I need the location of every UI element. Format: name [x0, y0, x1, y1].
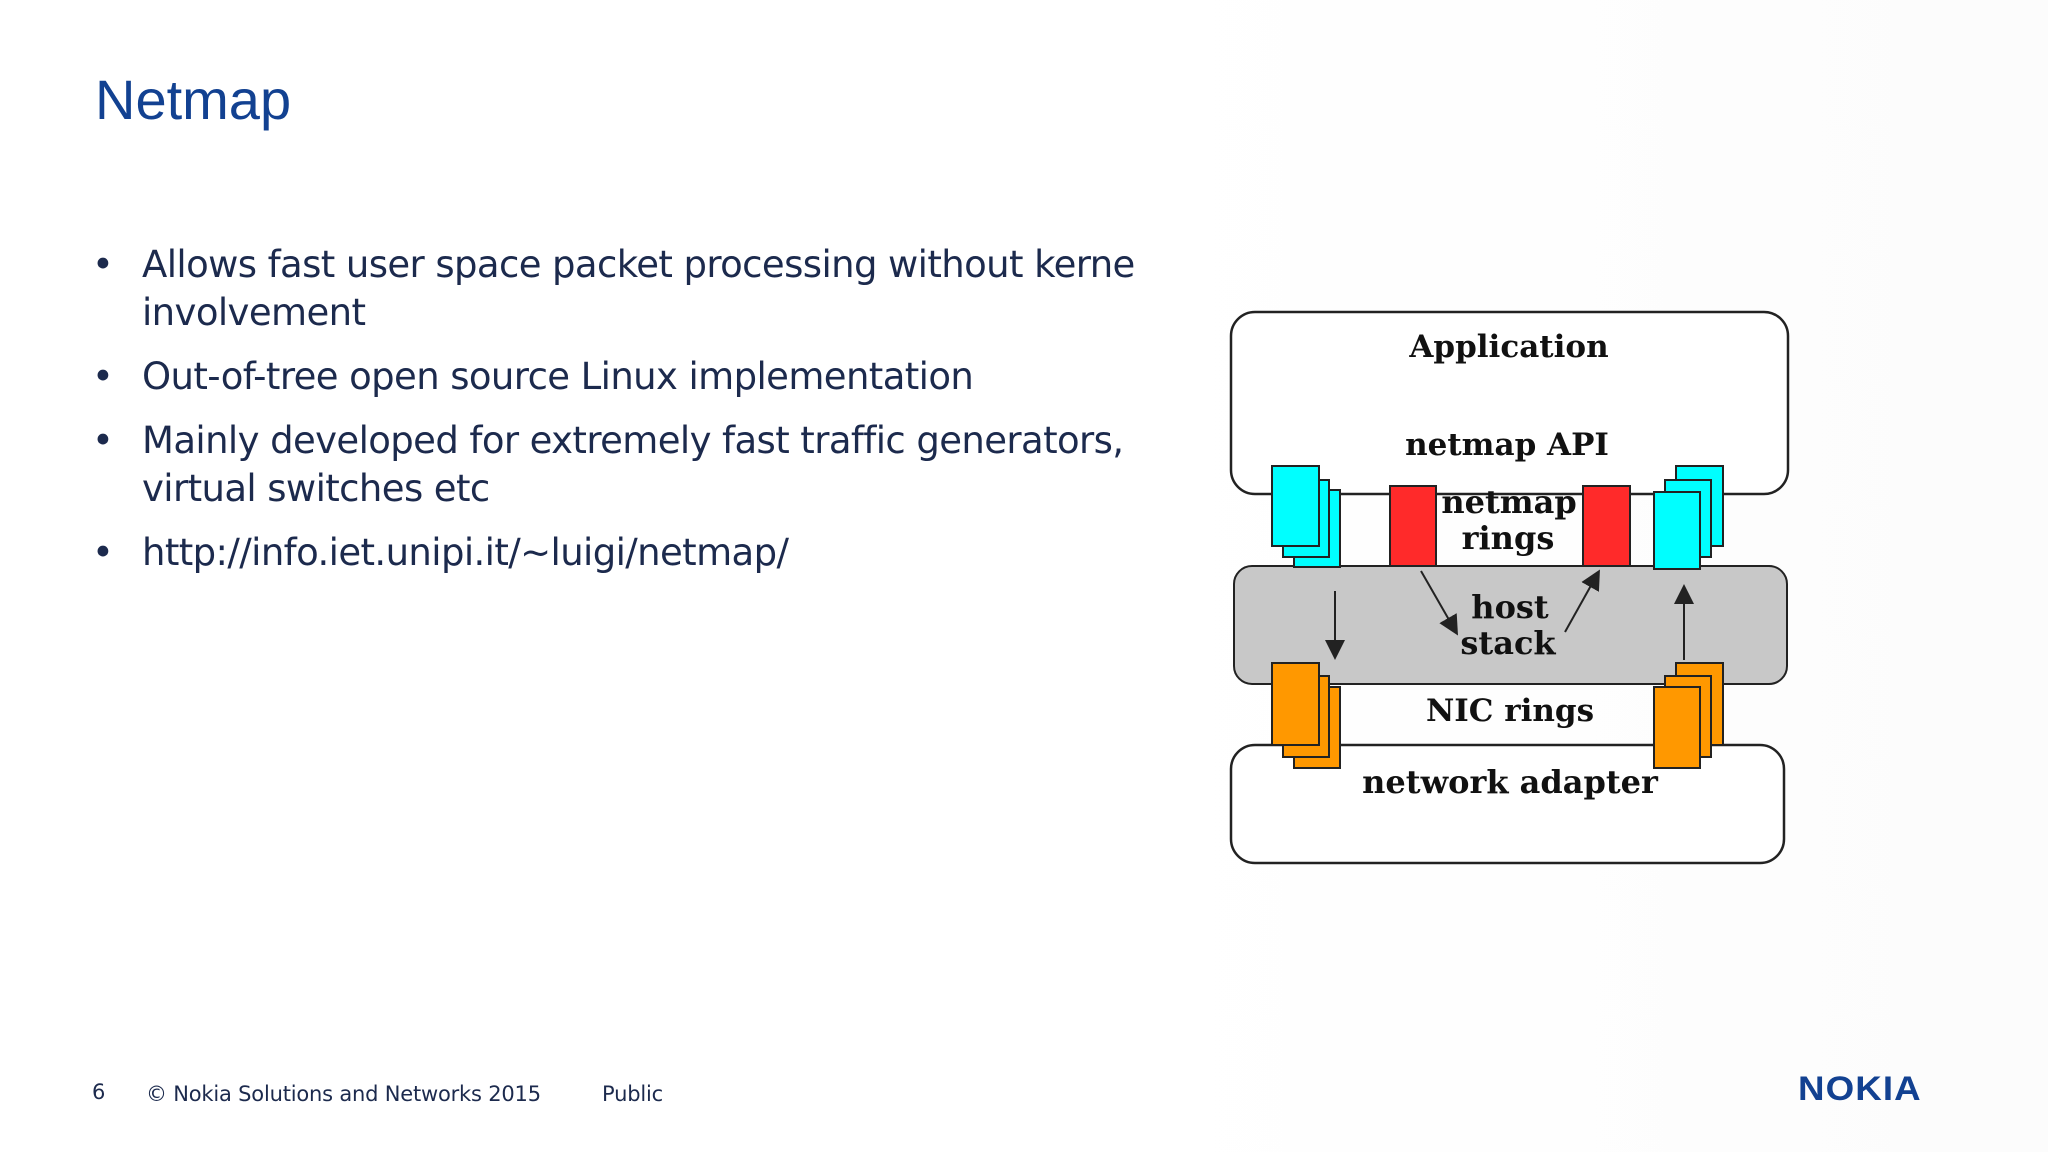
network-adapter-label: network adapter: [1362, 763, 1659, 801]
bullet-text: Allows fast user space packet processing…: [142, 243, 1145, 334]
application-label: Application: [1408, 329, 1608, 365]
right-red-ring: [1582, 485, 1631, 567]
bullet-list: • Allows fast user space packet processi…: [92, 241, 1172, 593]
netmap-rings-label-line1: netmap: [1441, 483, 1576, 521]
bullet-dot: •: [92, 531, 114, 574]
bullet-dot: •: [92, 419, 114, 462]
bullet-item: • Allows fast user space packet processi…: [92, 241, 1172, 337]
copyright-text: © Nokia Solutions and Networks 2015: [146, 1082, 541, 1106]
host-stack-box: [1233, 565, 1788, 685]
bullet-text: Mainly developed for extremely fast traf…: [142, 419, 1124, 510]
host-stack-input-arrow: [1420, 570, 1458, 636]
netmap-rings-label-line2: rings: [1462, 519, 1555, 557]
left-netmap-ring-front: [1271, 465, 1320, 547]
host-stack-output-arrow: [1564, 569, 1600, 633]
netmap-architecture-diagram: Application netmap API netmap rings host…: [1228, 309, 1792, 869]
bullet-text: Out-of-tree open source Linux implementa…: [142, 355, 974, 398]
bullet-item: • Out-of-tree open source Linux implemen…: [92, 353, 1172, 401]
classification-label: Public: [602, 1082, 663, 1106]
right-netmap-ring-front: [1653, 491, 1701, 570]
netmap-api-label: netmap API: [1405, 427, 1609, 463]
left-red-ring: [1389, 485, 1437, 567]
right-nic-ring-front: [1653, 686, 1701, 769]
network-adapter-box: [1229, 743, 1786, 865]
nic-rings-label: NIC rings: [1426, 693, 1594, 729]
host-stack-label-line2: stack: [1460, 624, 1556, 662]
bullet-link-text: http://info.iet.unipi.it/~luigi/netmap/: [142, 531, 789, 574]
bullet-item: • http://info.iet.unipi.it/~luigi/netmap…: [92, 529, 1172, 577]
netmap-diagram-svg: Application netmap API netmap rings host…: [1229, 310, 1790, 865]
left-nic-ring-front: [1271, 662, 1320, 746]
bullet-item: • Mainly developed for extremely fast tr…: [92, 417, 1172, 513]
nokia-logo: NOKIA: [1798, 1070, 1922, 1108]
bullet-dot: •: [92, 243, 114, 286]
slide-title: Netmap: [95, 68, 292, 131]
bullet-dot: •: [92, 355, 114, 398]
application-box: [1229, 310, 1790, 496]
page-number: 6: [92, 1080, 106, 1104]
host-stack-label-line1: host: [1471, 588, 1549, 626]
